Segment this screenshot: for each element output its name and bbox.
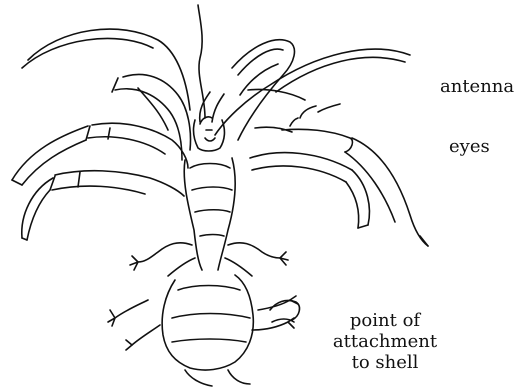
label-eyes: eyes bbox=[449, 136, 490, 157]
abdomen bbox=[108, 275, 298, 386]
thorax bbox=[184, 158, 235, 270]
head bbox=[194, 117, 225, 151]
right-legs bbox=[232, 40, 428, 246]
walking-legs bbox=[130, 243, 288, 276]
label-attachment-line-1: point of bbox=[325, 310, 445, 331]
left-legs bbox=[12, 74, 191, 240]
label-antenna: antenna bbox=[440, 76, 514, 97]
antennae bbox=[22, 5, 410, 135]
label-attachment-line-3: to shell bbox=[325, 352, 445, 373]
label-attachment-line-2: attachment bbox=[325, 331, 445, 352]
label-point-of-attachment-to-shell: point of attachment to shell bbox=[325, 310, 445, 373]
tail-tip bbox=[270, 300, 299, 322]
